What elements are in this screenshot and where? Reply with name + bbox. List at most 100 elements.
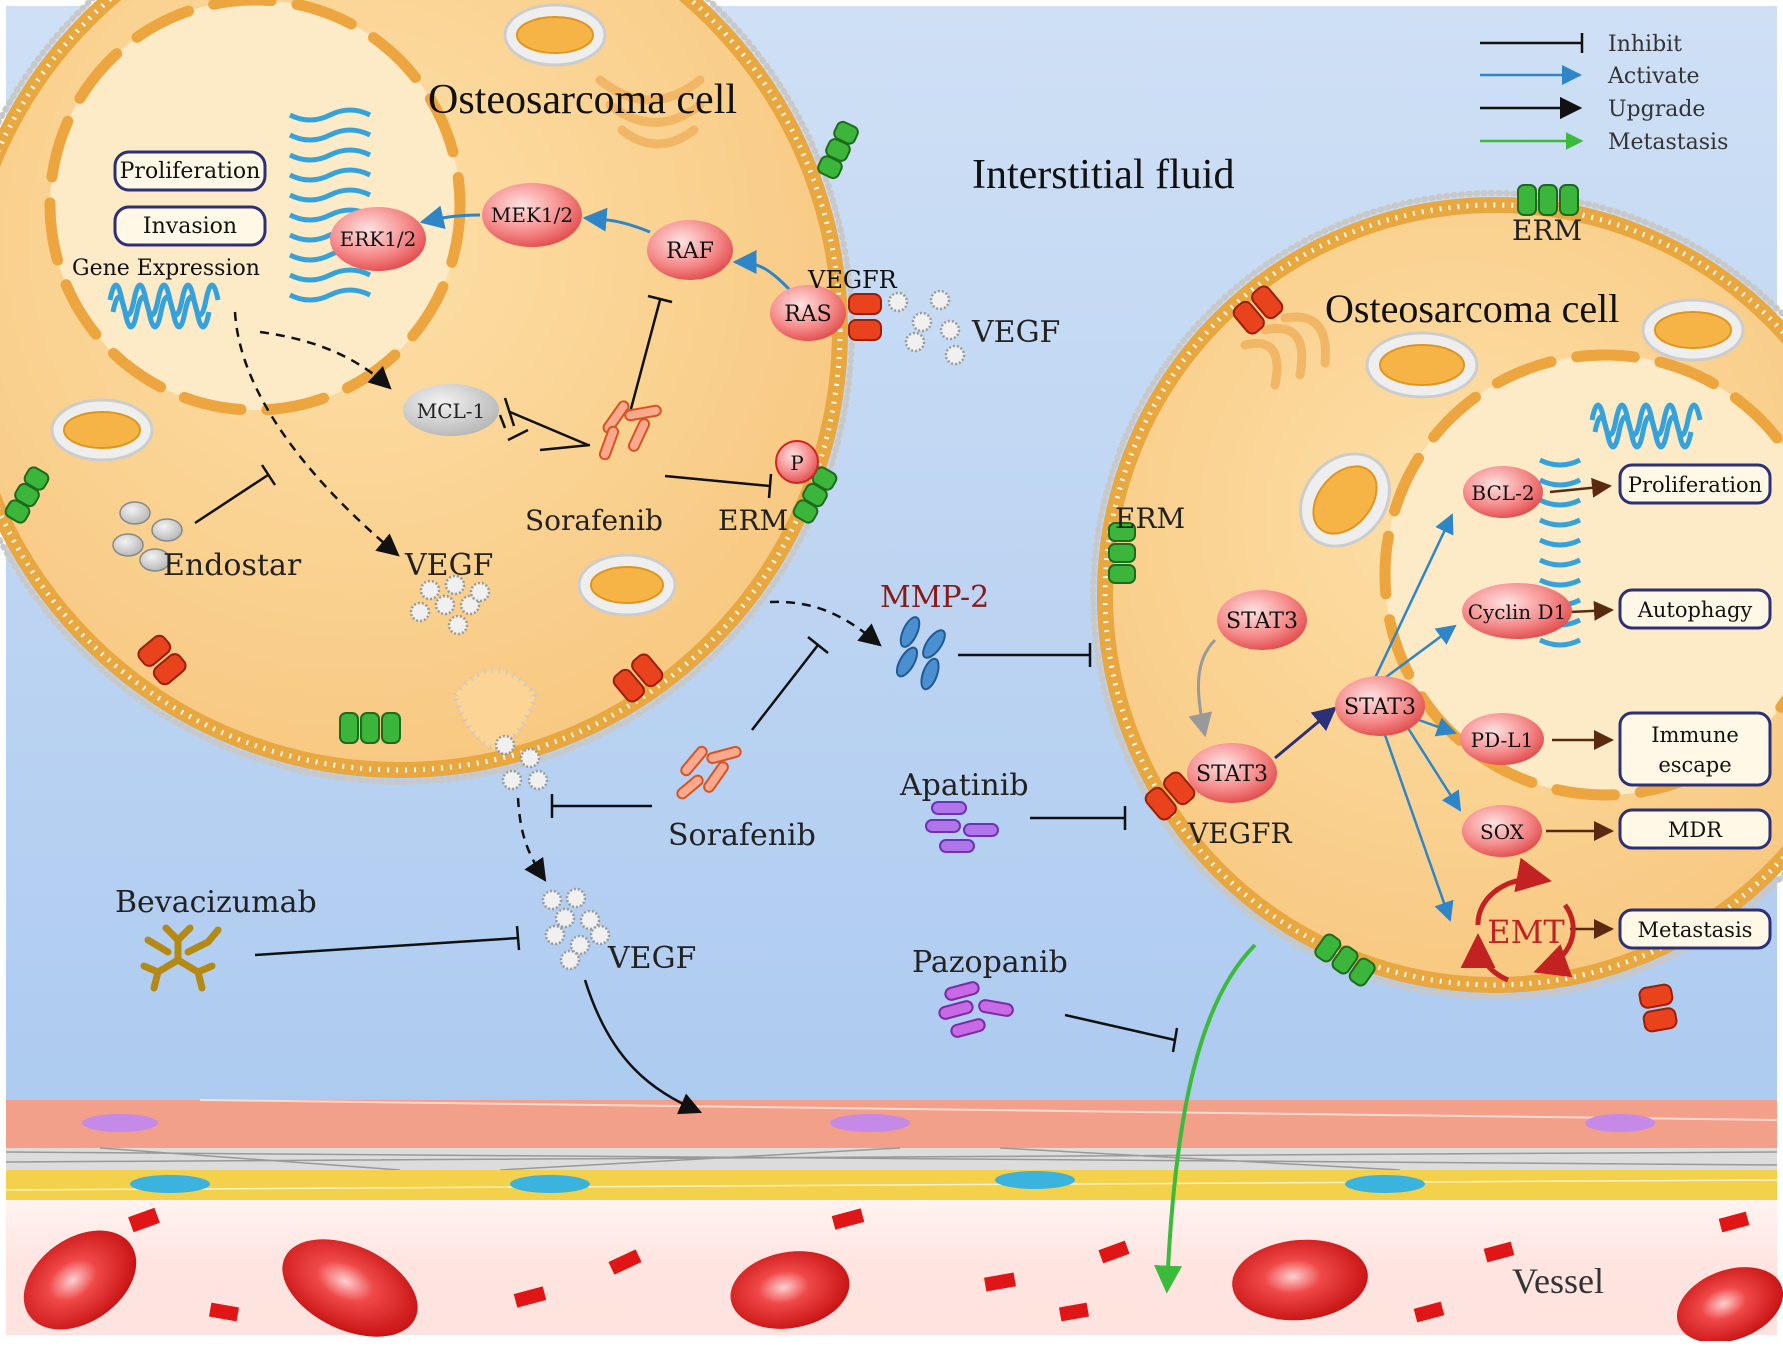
red-blood-cells	[23, 1207, 1783, 1343]
mitochondrion-icon	[1641, 298, 1745, 362]
endostar-icon	[112, 501, 183, 572]
vegfr-receptor-icon	[1638, 983, 1678, 1033]
emt-label: EMT	[1487, 913, 1565, 951]
purple-cell-icon	[82, 1114, 158, 1132]
mitochondrion-icon	[1365, 331, 1479, 399]
purple-cell-icon	[1585, 1114, 1655, 1132]
mmp2-label: MMP-2	[880, 580, 989, 615]
vegf-particle-icon	[409, 601, 431, 623]
vegf-particle-icon	[569, 934, 591, 956]
stat3-node-b	[1187, 743, 1277, 803]
vegfr-receptor-icon	[137, 634, 187, 686]
vegf-particle-icon	[444, 574, 466, 596]
sorafenib-icon	[598, 400, 662, 461]
erm-receptor-icon	[1108, 522, 1136, 584]
text-labels: Osteosarcoma cell Interstitial fluid Ost…	[72, 77, 1762, 1301]
autophagy-out-label: Autophagy	[1637, 598, 1753, 622]
cyclin-node	[1462, 583, 1572, 639]
vegf-particle-icon	[447, 614, 469, 636]
vegf-particle-icon	[434, 594, 456, 616]
vegf-particle-icon	[911, 311, 933, 333]
mitochondrion-icon	[50, 398, 154, 462]
stat3-node-c	[1335, 676, 1425, 736]
vegf-label-inside: VEGF	[404, 548, 493, 583]
vegf-particle-icon	[944, 344, 966, 366]
purple-cell-icon	[830, 1114, 910, 1132]
apatinib-label: Apatinib	[899, 768, 1029, 803]
vegf-particle-icon	[494, 734, 516, 756]
sorafenib-icon	[676, 745, 742, 800]
gene-expression-label: Gene Expression	[72, 256, 260, 281]
sorafenib-label-mid: Sorafenib	[668, 818, 816, 853]
vegf-particle-icon	[559, 949, 581, 971]
dna-helix-icon	[288, 107, 372, 303]
pdl1-label: PD-L1	[1471, 728, 1534, 752]
mcl1-label: MCL-1	[417, 399, 486, 423]
mek-node	[482, 183, 582, 247]
proliferation-box	[113, 150, 267, 192]
vegf-particle-icon	[589, 924, 611, 946]
erm-receptor-icon	[1517, 184, 1579, 216]
vegf-particle-icon	[419, 579, 441, 601]
legend-upgrade: Upgrade	[1608, 97, 1705, 122]
immune-out-label-1: Immune	[1651, 723, 1739, 747]
erm-receptor-icon	[1314, 933, 1376, 987]
right-cell-title: Osteosarcoma cell	[1325, 286, 1619, 331]
raf-label: RAF	[666, 239, 714, 264]
blue-cell-icon	[1345, 1175, 1425, 1193]
metastasis-out-box	[1618, 908, 1772, 950]
bevacizumab-icon	[140, 924, 222, 992]
pdl1-node	[1460, 713, 1544, 765]
vegf-particle-icon	[519, 747, 541, 769]
phospho-node	[775, 440, 819, 484]
pathway-arrows	[194, 205, 1614, 1294]
endocytosis-pit	[452, 667, 538, 753]
vessel-label: Vessel	[1512, 1261, 1604, 1301]
gene-expression-wave-icon	[107, 282, 221, 330]
golgi-icon	[1240, 312, 1330, 390]
stat3-node-a	[1217, 590, 1307, 650]
sorafenib-label-left: Sorafenib	[525, 504, 663, 537]
stat3-label-c: STAT3	[1344, 695, 1416, 720]
vegf-particle-icon	[459, 594, 481, 616]
phospho-label: P	[790, 451, 803, 475]
mek-label: MEK1/2	[491, 203, 573, 227]
sox-node	[1462, 805, 1542, 857]
erm-receptor-icon	[339, 712, 401, 744]
apatinib-icon	[925, 801, 999, 853]
dna-helix-icon	[1538, 402, 1703, 648]
legend: Inhibit Activate Upgrade Metastasis	[1480, 32, 1728, 155]
bevacizumab-label: Bevacizumab	[115, 885, 317, 920]
vegf-particle-icon	[887, 291, 909, 313]
bcl2-node	[1463, 466, 1543, 518]
interstitial-label: Interstitial fluid	[972, 152, 1234, 198]
vegf-particle-icon	[541, 889, 563, 911]
bcl2-label: BCL-2	[1471, 481, 1534, 505]
raf-node	[647, 220, 733, 280]
mcl1-node	[403, 384, 499, 436]
proliferation-out-box	[1618, 463, 1772, 505]
erm-label-right: ERM	[1115, 502, 1185, 535]
proliferation-label: Proliferation	[120, 159, 261, 184]
golgi-icon	[595, 75, 705, 149]
legend-activate: Activate	[1607, 64, 1700, 89]
vegf-particle-icon	[501, 769, 523, 791]
vegf-label-mid: VEGF	[607, 941, 696, 976]
left-nucleus	[44, 0, 466, 416]
erm-label-left: ERM	[718, 504, 788, 537]
pazopanib-label: Pazopanib	[912, 945, 1068, 980]
vegfr-receptor-icon	[848, 293, 882, 341]
blue-cell-icon	[510, 1175, 590, 1193]
mmp2-icon	[895, 616, 946, 691]
mdr-out-box	[1618, 808, 1772, 850]
blue-cell-icon	[130, 1175, 210, 1193]
erk-node	[330, 207, 426, 271]
invasion-box	[113, 205, 267, 247]
erm-receptor-icon	[817, 120, 859, 180]
vegf-particles	[409, 289, 966, 971]
vegfr-receptor-icon	[1144, 771, 1196, 821]
mdr-out-label: MDR	[1668, 818, 1723, 842]
vegfr-label-left: VEGFR	[807, 266, 898, 294]
